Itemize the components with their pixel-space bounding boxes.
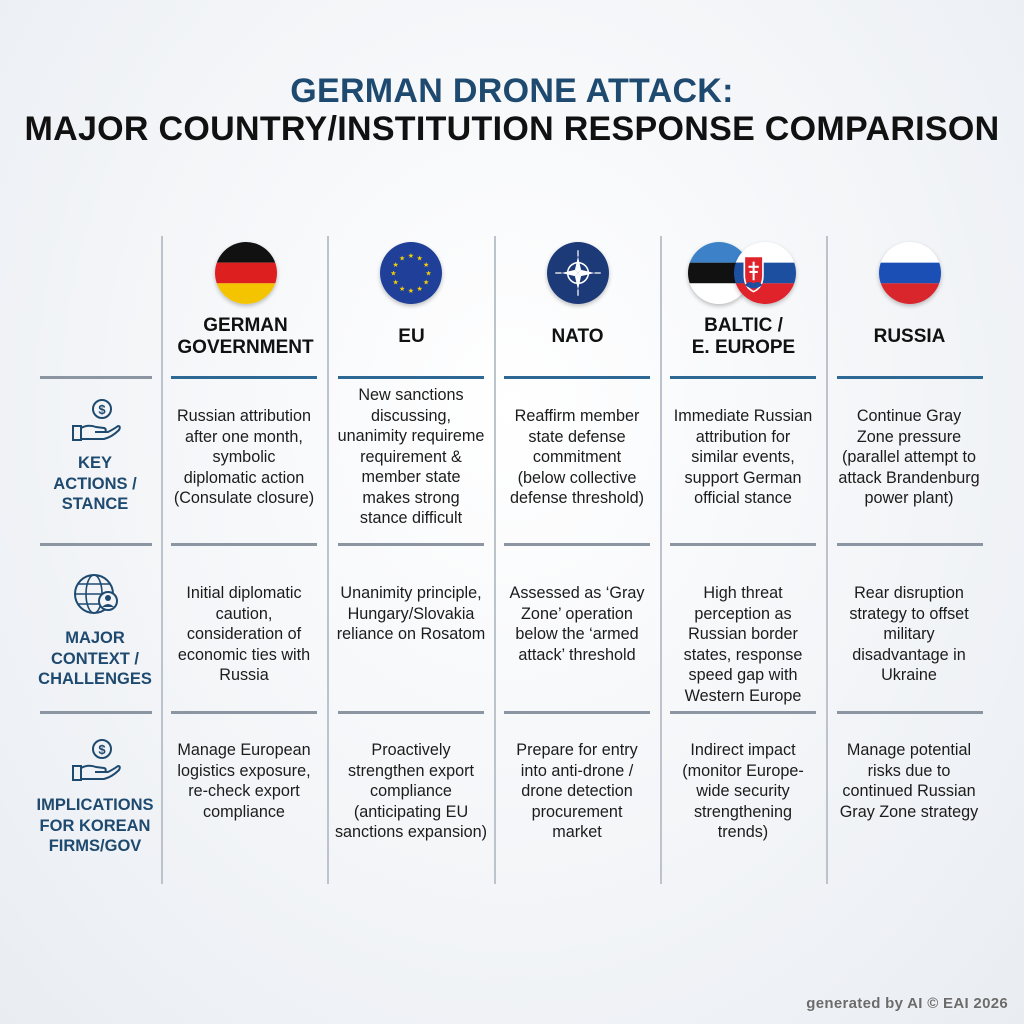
svg-text:★: ★ [399, 253, 405, 262]
row-separator [837, 376, 983, 379]
title-line-2: MAJOR COUNTRY/INSTITUTION RESPONSE COMPA… [24, 110, 1000, 148]
column-header-baltic-e-europe: BALTIC /E. EUROPE [691, 315, 796, 358]
column-divider [327, 236, 329, 884]
row-label-separator [40, 711, 152, 714]
svg-text:$: $ [98, 402, 106, 417]
row-separator [504, 376, 650, 379]
cell-implications-baltic-e-europe: Indirect impact(monitor Europe-wide secu… [682, 741, 804, 841]
svg-text:★: ★ [417, 253, 423, 262]
column-header-nato: NATO [551, 326, 604, 347]
footer-credit: generated by AI © EAI 2026 [806, 995, 1008, 1012]
svg-text:★: ★ [417, 284, 423, 293]
column-divider [826, 236, 828, 884]
svg-text:★: ★ [393, 277, 399, 286]
svg-text:$: $ [98, 742, 106, 757]
row-separator [504, 543, 650, 546]
column-header-eu: EU [398, 326, 425, 347]
svg-text:★: ★ [390, 269, 396, 278]
hand-coin-icon: $ [70, 398, 122, 444]
row-separator [338, 711, 484, 714]
row-separator [171, 543, 317, 546]
row-separator [171, 711, 317, 714]
russia-flag-icon [879, 242, 941, 304]
row-separator [670, 711, 816, 714]
svg-text:★: ★ [425, 269, 431, 278]
svg-text:★: ★ [423, 277, 429, 286]
row-separator [338, 543, 484, 546]
row-label-separator [40, 376, 152, 379]
svg-text:★: ★ [408, 251, 414, 260]
hand-coin-icon: $ [70, 738, 122, 784]
svg-text:★: ★ [399, 284, 405, 293]
svg-text:★: ★ [408, 286, 414, 295]
row-separator [504, 711, 650, 714]
nato-flag-icon [547, 242, 609, 304]
column-divider [660, 236, 662, 884]
globe-person-icon [70, 571, 122, 617]
row-separator [338, 376, 484, 379]
slovakia-flag-icon [734, 242, 796, 304]
germany-flag-icon [215, 242, 277, 304]
row-separator [837, 543, 983, 546]
eu-flag-icon: ★★★★★★★★★★★★ [380, 242, 442, 304]
row-separator [670, 543, 816, 546]
title-line-1: GERMAN DRONE ATTACK: [290, 72, 734, 110]
row-separator [171, 376, 317, 379]
row-label-separator [40, 543, 152, 546]
svg-text:★: ★ [393, 260, 399, 269]
row-separator [837, 711, 983, 714]
column-divider [161, 236, 163, 884]
row-separator [670, 376, 816, 379]
column-header-russia: RUSSIA [873, 326, 946, 347]
column-divider [494, 236, 496, 884]
svg-text:★: ★ [423, 260, 429, 269]
